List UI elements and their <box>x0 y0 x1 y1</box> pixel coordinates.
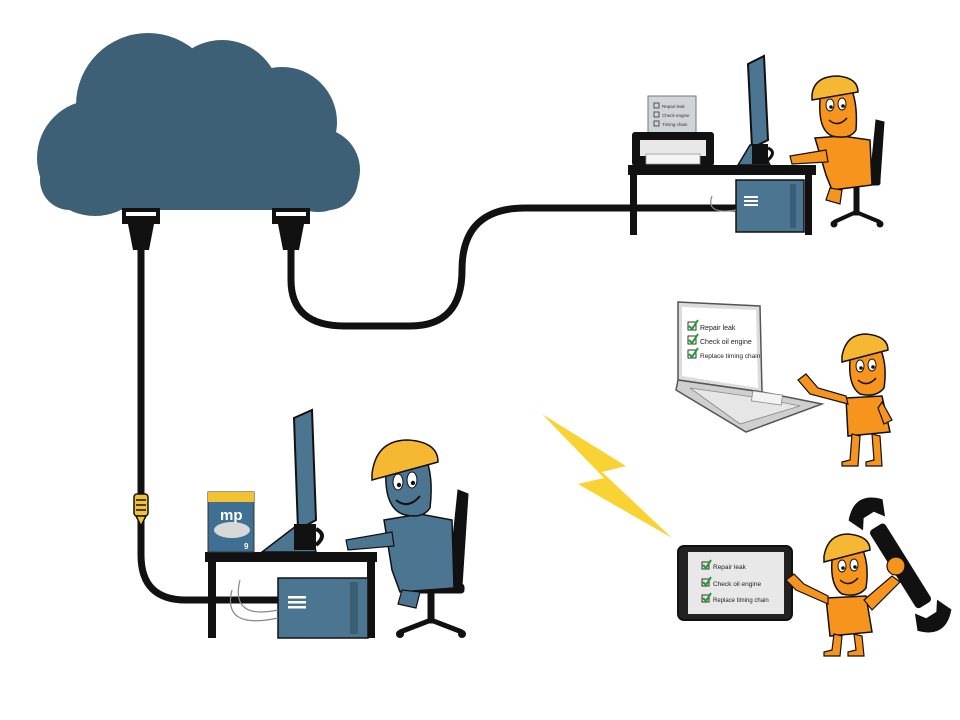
desktop-pc-icon <box>277 577 369 639</box>
laptop-checklist: Repair leak Check oil engine Replace tim… <box>687 319 761 360</box>
coffee-mug-icon <box>752 144 774 164</box>
top-workstation: Repair leak Check engine Timing chain <box>628 54 885 235</box>
laptop-checklist-item-2: Check oil engine <box>700 339 752 346</box>
laptop-checklist-item-3: Replace timing chain <box>700 353 761 360</box>
software-box-icon: mp 9 <box>207 491 255 553</box>
tablet-checklist-item-3: Replace timing chain <box>713 598 769 604</box>
printer-icon: Repair leak Check engine Timing chain <box>632 95 714 166</box>
orange-worker-at-desk <box>789 75 873 205</box>
cable-cloud-to-top-workstation <box>287 204 754 330</box>
bottom-workstation: mp 9 <box>205 408 469 639</box>
software-edition: 9 <box>244 542 249 551</box>
desktop-pc-icon <box>735 179 805 233</box>
coffee-mug-icon <box>294 524 324 550</box>
cloud-port-left <box>122 208 160 250</box>
software-logo: mp <box>220 507 243 524</box>
tablet-checklist-item-2: Check oil engine <box>713 581 761 588</box>
laptop-worker: Repair leak Check oil engine Replace tim… <box>675 301 893 467</box>
tablet-worker: Repair leak Check oil engine Replace tim… <box>677 497 952 657</box>
desk-top <box>205 552 377 562</box>
cloud-icon <box>37 33 360 216</box>
desk-top <box>628 165 816 175</box>
cable-connector <box>133 493 149 528</box>
laptop-checklist-item-1: Repair leak <box>700 325 736 332</box>
lightning-icon <box>542 414 672 538</box>
cloud-port-right <box>272 208 310 250</box>
printer-line-3: Timing chain <box>662 122 688 127</box>
tablet-checklist-item-1: Repair leak <box>713 564 747 571</box>
cable-cloud-to-bottom-workstation <box>137 246 304 604</box>
laptop-icon <box>675 301 825 433</box>
printer-line-2: Check engine <box>662 113 690 118</box>
blue-worker-at-desk <box>345 439 455 609</box>
tablet-checklist: Repair leak Check oil engine Replace tim… <box>701 559 769 604</box>
printer-line-1: Repair leak <box>662 104 686 109</box>
